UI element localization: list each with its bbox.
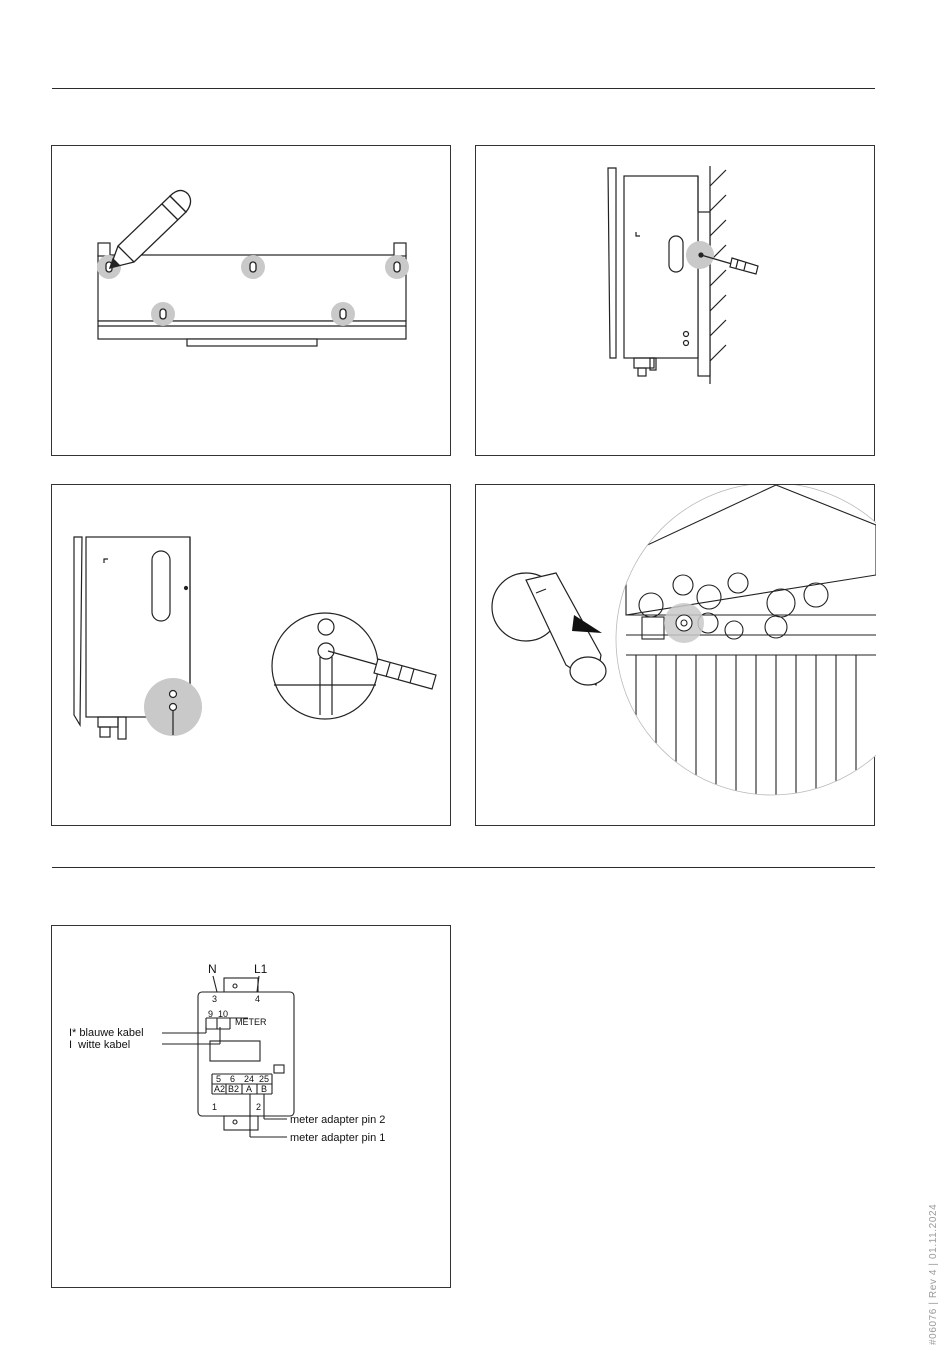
callout-white-cable: I witte kabel [69, 1039, 130, 1051]
grounding-illustration [52, 485, 452, 827]
terminal-n-label: N [208, 962, 217, 976]
terminal-10-label: 10 [218, 1009, 228, 1019]
connector-illustration [476, 485, 876, 827]
panel-mark-bracket-holes [51, 145, 451, 456]
panel-connector-plug [475, 484, 875, 826]
code-b-label: B [261, 1084, 267, 1094]
panel-meter-wiring: N L1 3 4 9 10 METER 5 6 24 25 A2 B2 A B … [51, 925, 451, 1288]
terminal-l1-label: L1 [254, 962, 268, 976]
terminal-9-label: 9 [208, 1009, 213, 1019]
document-revision-code: #06076 | Rev 4 | 01.11.2024 [928, 1204, 939, 1345]
callout-blue-cable: I* blauwe kabel [69, 1027, 144, 1039]
meter-wiring-diagram: N L1 3 4 9 10 METER 5 6 24 25 A2 B2 A B … [52, 926, 452, 1289]
panel-grounding-screw [51, 484, 451, 826]
bracket-marking-illustration [52, 146, 452, 457]
arrow-right-icon [572, 615, 602, 633]
terminal-4-label: 4 [255, 994, 260, 1004]
callout-meter-adapter-pin-1: meter adapter pin 1 [290, 1132, 385, 1144]
terminal-3-label: 3 [212, 994, 217, 1004]
terminal-1-label: 1 [212, 1102, 217, 1112]
terminal-5-label: 5 [216, 1074, 221, 1084]
meter-label: METER [235, 1017, 267, 1027]
terminal-24-label: 24 [244, 1074, 254, 1084]
terminal-6-label: 6 [230, 1074, 235, 1084]
callout-meter-adapter-pin-2: meter adapter pin 2 [290, 1114, 385, 1126]
code-b2-label: B2 [228, 1084, 239, 1094]
terminal-2-label: 2 [256, 1102, 261, 1112]
code-a-label: A [246, 1084, 252, 1094]
code-a2-label: A2 [214, 1084, 225, 1094]
middle-section-rule [52, 867, 875, 868]
panel-hang-and-screw [475, 145, 875, 456]
inverter-side-illustration [476, 146, 876, 457]
zoom-detail-circle [272, 613, 378, 719]
terminal-25-label: 25 [259, 1074, 269, 1084]
top-section-rule [52, 88, 875, 89]
